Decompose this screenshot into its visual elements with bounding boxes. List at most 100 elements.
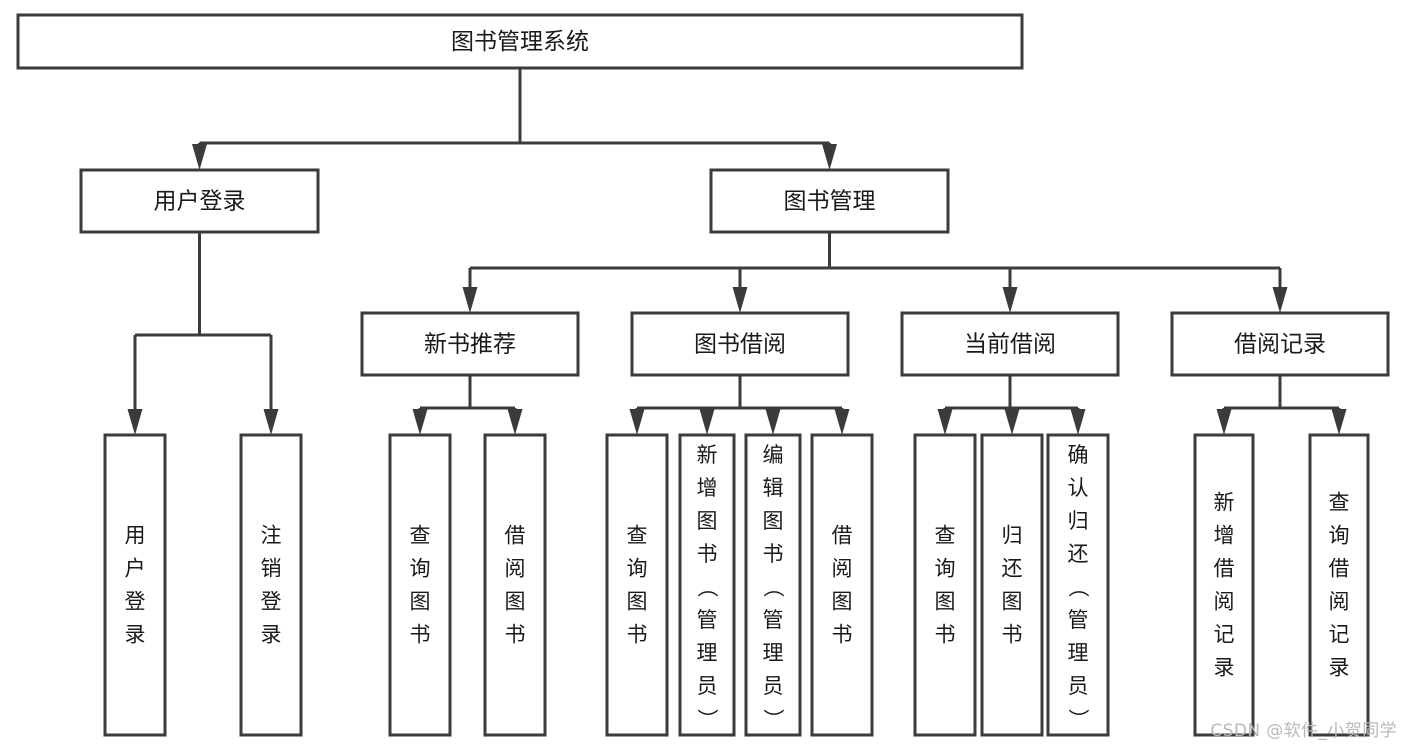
node-leaf-2[interactable]: 查询图书查询图书 [388, 433, 452, 737]
node-leaf-6-char: 理 [763, 641, 784, 665]
node-leaf-7-box[interactable] [810, 433, 874, 737]
arrow-head-icon [127, 409, 143, 435]
node-level2-0-label: 新书推荐 [424, 332, 516, 358]
node-leaf-5-char: 书 [697, 542, 718, 566]
node-leaf-8[interactable]: 查询图书查询图书 [913, 433, 977, 737]
node-leaf-8-box[interactable] [913, 433, 977, 737]
node-leaf-11-char: 录 [1214, 656, 1235, 680]
arrow-head-icon [1004, 409, 1020, 435]
node-leaf-8-char: 书 [935, 623, 956, 647]
node-leaf-5-box[interactable] [678, 433, 736, 737]
node-leaf-10-char: 管 [1068, 608, 1089, 632]
node-level1-0-box[interactable] [79, 168, 320, 234]
node-leaf-3-char: 书 [505, 623, 526, 647]
node-level2-0-box[interactable] [360, 311, 580, 377]
node-leaf-10-char: 确 [1068, 443, 1089, 467]
arrow-head-icon [1002, 287, 1018, 313]
node-leaf-12-char: 查 [1329, 491, 1350, 515]
node-leaf-0-char: 录 [125, 623, 146, 647]
node-level2-1-box[interactable] [630, 311, 850, 377]
node-leaf-9[interactable]: 归还图书归还图书 [980, 433, 1044, 737]
node-leaf-0[interactable]: 用户登录用户登录 [103, 433, 167, 737]
node-leaf-6-char: 图 [763, 509, 784, 533]
node-level2-2[interactable]: 当前借阅 [900, 311, 1120, 377]
node-leaf-4-char: 图 [627, 590, 648, 614]
node-leaf-10-char: 认 [1068, 476, 1089, 500]
arrow-head-icon [1070, 409, 1086, 435]
node-leaf-11-char: 新 [1214, 491, 1235, 515]
node-level1-0[interactable]: 用户登录 [79, 168, 320, 234]
node-leaf-12-box[interactable] [1308, 433, 1370, 737]
node-level1-1[interactable]: 图书管理 [709, 168, 950, 234]
arrow-head-icon [937, 409, 953, 435]
node-leaf-12-char: 借 [1329, 557, 1350, 581]
node-leaf-4-char: 询 [627, 557, 648, 581]
node-level2-1-label: 图书借阅 [694, 332, 786, 358]
node-leaf-11-char: 增 [1214, 524, 1235, 548]
node-leaf-4[interactable]: 查询图书查询图书 [605, 433, 669, 737]
node-leaf-6-box[interactable] [744, 433, 802, 737]
node-leaf-3[interactable]: 借阅图书借阅图书 [483, 433, 547, 737]
node-leaf-7-char: 借 [832, 524, 853, 548]
node-leaf-0-box[interactable] [103, 433, 167, 737]
node-leaf-6-char: 员 [763, 674, 784, 698]
node-leaf-3-box[interactable] [483, 433, 547, 737]
node-leaf-4-box[interactable] [605, 433, 669, 737]
node-leaf-7-char: 图 [832, 590, 853, 614]
arrow-head-icon [699, 409, 715, 435]
connector-layer [127, 68, 1347, 435]
arrow-head-icon [412, 409, 428, 435]
node-leaf-0-char: 登 [125, 590, 146, 614]
node-leaf-5-char: ） [695, 709, 719, 730]
arrow-head-icon [822, 144, 837, 170]
node-leaf-9-char: 还 [1002, 557, 1023, 581]
arrow-head-icon [834, 409, 850, 435]
node-leaf-9-box[interactable] [980, 433, 1044, 737]
node-leaf-1[interactable]: 注销登录注销登录 [239, 433, 303, 737]
node-level2-3-box[interactable] [1170, 311, 1390, 377]
node-leaf-1-box[interactable] [239, 433, 303, 737]
arrow-head-icon [263, 409, 279, 435]
node-leaf-12-char: 询 [1329, 524, 1350, 548]
node-leaf-10-box[interactable] [1046, 433, 1110, 737]
node-level1-1-box[interactable] [709, 168, 950, 234]
node-leaf-12[interactable]: 查询借阅记录查询借阅记录 [1308, 433, 1370, 737]
node-root[interactable]: 图书管理系统 [16, 13, 1024, 70]
node-level2-3[interactable]: 借阅记录 [1170, 311, 1390, 377]
node-root-box[interactable] [16, 13, 1024, 70]
node-level2-2-box[interactable] [900, 311, 1120, 377]
node-leaf-7[interactable]: 借阅图书借阅图书 [810, 433, 874, 737]
node-leaf-10-char: 员 [1068, 674, 1089, 698]
node-leaf-1-char: 录 [261, 623, 282, 647]
node-root-label: 图书管理系统 [451, 29, 589, 55]
node-leaf-12-char: 录 [1329, 656, 1350, 680]
node-leaf-0-char: 户 [125, 557, 146, 581]
node-level2-0[interactable]: 新书推荐 [360, 311, 580, 377]
node-leaf-2-char: 书 [410, 623, 431, 647]
node-leaf-1-char: 登 [261, 590, 282, 614]
node-leaf-3-char: 借 [505, 524, 526, 548]
node-leaf-12-char: 记 [1329, 623, 1350, 647]
node-leaf-11-char: 借 [1214, 557, 1235, 581]
node-leaf-9-char: 归 [1002, 524, 1023, 548]
node-leaf-6-char: 辑 [763, 476, 784, 500]
node-leaf-2-box[interactable] [388, 433, 452, 737]
arrow-head-icon [1216, 409, 1232, 435]
node-leaf-11-box[interactable] [1193, 433, 1255, 737]
node-level2-1[interactable]: 图书借阅 [630, 311, 850, 377]
arrow-head-icon [765, 409, 781, 435]
node-leaf-6-char: 书 [763, 542, 784, 566]
node-leaf-5-char: 理 [697, 641, 718, 665]
node-leaf-10-char: ） [1066, 709, 1090, 730]
node-level2-2-label: 当前借阅 [964, 332, 1056, 358]
node-leaf-11[interactable]: 新增借阅记录新增借阅记录 [1193, 433, 1255, 737]
node-leaf-6-char: （ [761, 577, 785, 598]
node-leaf-8-char: 询 [935, 557, 956, 581]
arrow-head-icon [1331, 409, 1347, 435]
node-leaf-6-char: ） [761, 709, 785, 730]
